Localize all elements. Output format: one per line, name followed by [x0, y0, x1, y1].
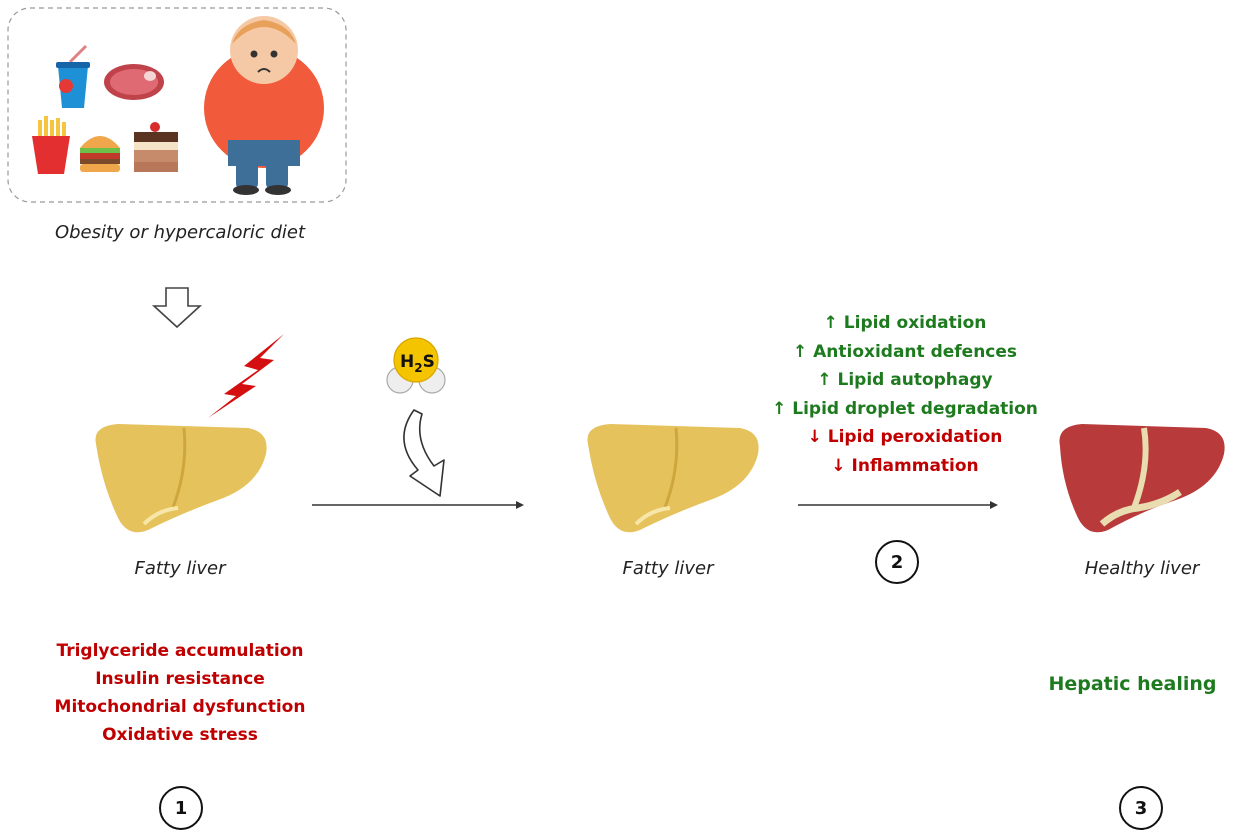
h2s-effect-item: ↑ Lipid autophagy — [817, 370, 993, 391]
lightning-bolt-icon — [208, 334, 284, 418]
h2s-effect-item: ↑ Lipid droplet degradation — [772, 398, 1038, 419]
increase-arrow-icon: ↑ — [823, 313, 838, 333]
damage-effect-item: Insulin resistance — [95, 669, 265, 689]
h2s-molecule-icon: H2S — [386, 337, 446, 394]
healthy-liver-icon — [1059, 424, 1225, 533]
increase-arrow-icon: ↑ — [772, 398, 787, 419]
steak-icon — [104, 64, 164, 100]
damage-effect-item: Triglyceride accumulation — [56, 641, 304, 661]
decrease-arrow-icon: ↓ — [831, 455, 846, 476]
healthy-liver-caption: Healthy liver — [1084, 558, 1200, 579]
damage-effects-list: Triglyceride accumulation Insulin resist… — [30, 637, 330, 749]
cake-icon — [134, 122, 178, 172]
curved-arrow-icon — [403, 409, 445, 497]
svg-text:H2S: H2S — [400, 352, 435, 375]
step-2-badge: 2 — [875, 540, 919, 584]
step-3-badge: 3 — [1119, 786, 1163, 830]
damage-effect-item: Mitochondrial dysfunction — [54, 697, 306, 717]
fries-icon — [32, 116, 70, 174]
h2s-effect-item: ↑ Lipid oxidation — [823, 313, 987, 333]
obese-person-icon — [204, 16, 324, 195]
obesity-illustration — [7, 7, 347, 203]
transition-arrow-1 — [312, 501, 524, 509]
h2s-label-s: S — [423, 352, 435, 372]
fatty-liver-2-caption: Fatty liver — [622, 558, 714, 579]
h2s-label-sub: 2 — [414, 361, 422, 375]
hollow-down-arrow-icon — [151, 287, 203, 329]
increase-arrow-icon: ↑ — [817, 370, 832, 391]
transition-arrow-2 — [798, 501, 998, 509]
h2s-effect-item: ↑ Antioxidant defences — [792, 341, 1018, 362]
step-1-badge: 1 — [159, 786, 203, 830]
scenario-frame — [7, 7, 347, 203]
fatty-liver-2-icon — [587, 424, 759, 533]
h2s-effect-item: ↓ Lipid peroxidation — [807, 427, 1003, 448]
fatty-liver-1-icon — [95, 424, 267, 533]
increase-arrow-icon: ↑ — [792, 341, 808, 362]
h2s-effect-item: ↓ Inflammation — [831, 455, 979, 476]
soda-cup-icon — [56, 44, 90, 108]
h2s-effects-list: ↑ Lipid oxidation ↑ Antioxidant defences… — [740, 309, 1070, 481]
damage-effect-item: Oxidative stress — [102, 725, 258, 745]
h2s-label-h: H — [400, 352, 414, 372]
decrease-arrow-icon: ↓ — [807, 427, 822, 448]
fatty-liver-1-caption: Fatty liver — [134, 558, 226, 579]
burger-icon — [80, 136, 120, 172]
outcome-label: Hepatic healing — [1048, 673, 1217, 695]
obesity-caption: Obesity or hypercaloric diet — [54, 222, 306, 243]
